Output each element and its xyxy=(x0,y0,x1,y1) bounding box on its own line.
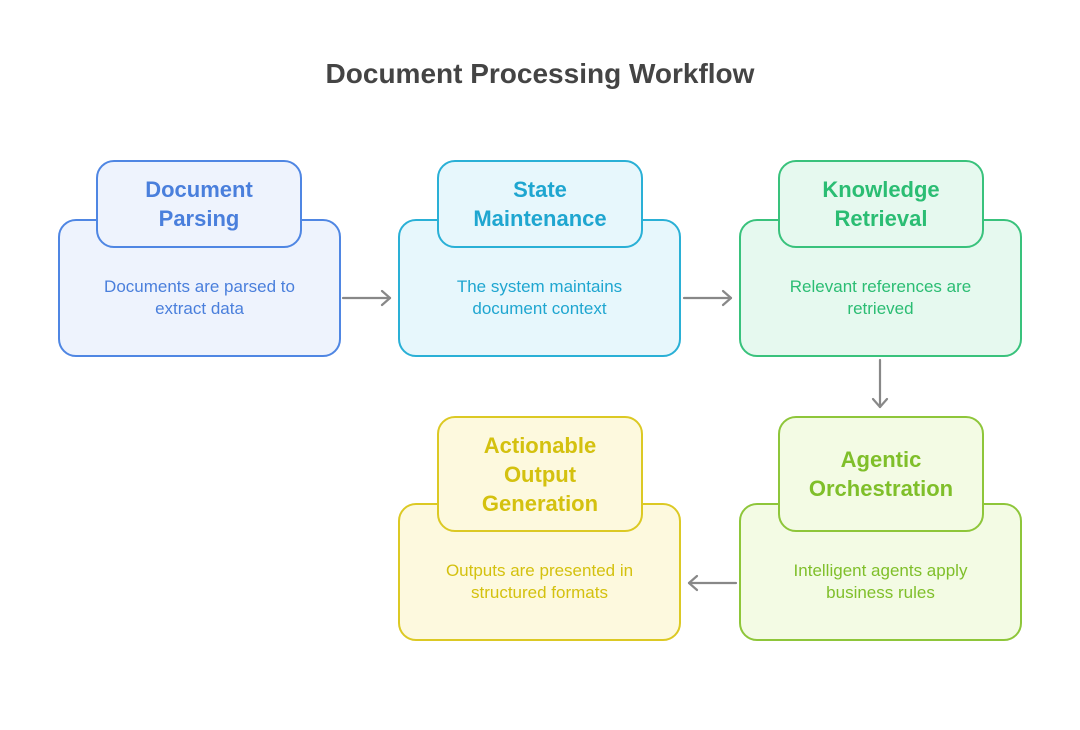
stage-heading-line: Output xyxy=(503,461,577,487)
stage-heading: Document Parsing xyxy=(96,160,302,248)
stage-heading-line: Knowledge xyxy=(822,177,940,202)
stage-heading-line: Maintenance xyxy=(473,206,607,231)
stage-heading-line: State xyxy=(513,177,567,202)
stage-heading-line: Agentic xyxy=(840,447,922,472)
stage-heading-line: Generation xyxy=(481,490,599,516)
stage-heading: Actionable Output Generation xyxy=(437,416,643,532)
stage-description: Documents are parsed to extract data xyxy=(104,277,295,318)
stage-heading-line: Retrieval xyxy=(834,206,928,231)
stage-heading-line: Actionable xyxy=(483,432,597,458)
stage-heading: Agentic Orchestration xyxy=(778,416,984,532)
stage-heading-line: Parsing xyxy=(158,206,240,231)
arrow-retrieval-to-orchestration xyxy=(871,358,889,409)
stage-heading: State Maintenance xyxy=(437,160,643,248)
stage-description: Outputs are presented in structured form… xyxy=(445,561,634,602)
diagram-title: Document Processing Workflow xyxy=(325,58,755,89)
arrow-parsing-to-state xyxy=(341,289,392,307)
stage-description: Intelligent agents apply business rules xyxy=(793,561,968,602)
stage-description: The system maintains document context xyxy=(456,277,623,318)
arrow-state-to-retrieval xyxy=(682,289,733,307)
stage-heading: Knowledge Retrieval xyxy=(778,160,984,248)
arrow-orchestration-to-output xyxy=(687,574,738,592)
stage-heading-line: Document xyxy=(145,177,253,202)
stage-heading-line: Orchestration xyxy=(808,476,954,501)
stage-description: Relevant references are retrieved xyxy=(789,277,972,318)
